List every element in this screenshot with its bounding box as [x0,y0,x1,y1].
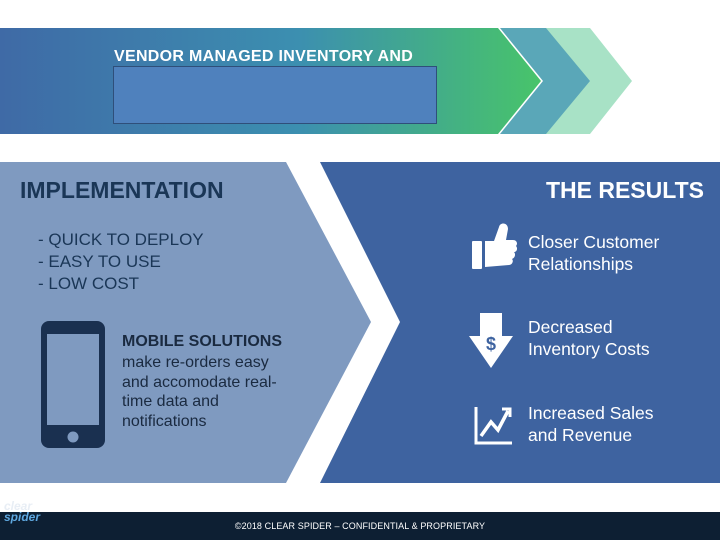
smartphone-icon [41,321,105,448]
logo-line: clear [4,499,33,513]
banner-title: VENDOR MANAGED INVENTORY AND [114,48,414,65]
result-item-customer: Closer Customer Relationships [528,231,659,275]
mid-chevron [500,28,590,134]
growth-chart-icon [474,407,512,445]
result-item-sales: Increased Sales and Revenue [528,402,654,446]
panels-graphic: $ [0,162,720,483]
result-line: and Revenue [528,425,633,445]
implementation-point: - EASY TO USE [38,252,161,271]
results-heading: THE RESULTS [545,177,704,203]
implementation-heading: IMPLEMENTATION [20,177,224,203]
dollar-down-arrow-icon: $ [469,313,513,368]
svg-text:$: $ [486,334,496,354]
implementation-points: - QUICK TO DEPLOY - EASY TO USE - LOW CO… [38,229,204,295]
logo-line: spider [4,510,41,524]
result-item-costs: Decreased Inventory Costs [528,316,650,360]
footer-bar [0,512,720,540]
result-line: Inventory Costs [528,339,650,359]
implementation-point: - LOW COST [38,274,140,293]
thumbs-up-icon [472,223,518,269]
results-panel [320,162,720,483]
clear-spider-logo: clear spider [4,499,41,524]
result-line: Decreased [528,317,613,337]
result-line: Closer Customer [528,232,660,252]
footer-copyright: ©2018 CLEAR SPIDER – CONFIDENTIAL & PROP… [234,521,486,531]
mobile-solutions-description: make re-orders easy and accomodate real-… [122,354,277,430]
result-line: Relationships [528,254,634,274]
banner-title-placeholder-box [113,66,437,124]
result-line: Increased Sales [528,403,654,423]
mobile-solutions-title: MOBILE SOLUTIONS [122,333,282,350]
implementation-point: - QUICK TO DEPLOY [38,230,204,249]
